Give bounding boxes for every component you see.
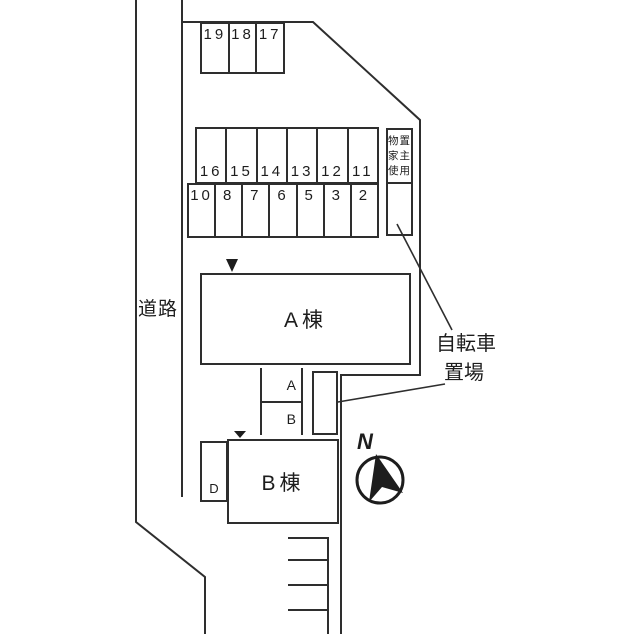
bicycle-parking-label-line1: 自転車 (436, 333, 496, 355)
bottom-stalls-lines (288, 537, 329, 634)
parking-space-10: 10 (189, 185, 214, 236)
bicycle-parking-label-line2: 置場 (444, 362, 484, 384)
road-label: 道路 (138, 299, 179, 320)
parking-space-number: 17 (258, 26, 282, 43)
parking-space-15: 15 (225, 129, 255, 182)
parking-space-number: 10 (190, 187, 213, 204)
building-b-label: B棟 (261, 471, 305, 495)
parking-space-number: 15 (230, 163, 253, 180)
bicycle-parking-label: 自転車 置場 (436, 330, 496, 388)
parking-space-11: 11 (346, 129, 377, 182)
parking-space-number: 12 (321, 163, 344, 180)
parking-row-upper: 16 15 14 13 12 11 (195, 127, 379, 184)
north-compass-circle (355, 455, 405, 505)
parking-space-number: 18 (231, 26, 254, 43)
entrance-corridor: A B (260, 368, 303, 435)
parking-space-3: 3 (322, 185, 350, 236)
d-section-label: D (209, 481, 219, 496)
building-b: B棟 (227, 439, 339, 524)
parking-space-number: 19 (203, 26, 227, 43)
corridor-b-label: B (286, 411, 296, 427)
parking-space-12: 12 (316, 129, 346, 182)
site-top-right-boundary (182, 21, 421, 634)
parking-space-number: 13 (290, 163, 314, 180)
corridor-a-label: A (286, 376, 296, 393)
parking-space-13: 13 (285, 129, 316, 182)
parking-space-14: 14 (255, 129, 286, 182)
storage-landlord-label: 物置 家主 使用 (388, 134, 411, 177)
bicycle-leader-line-1 (396, 223, 453, 331)
parking-space-number: 7 (250, 187, 262, 204)
parking-space-2: 2 (349, 185, 377, 236)
parking-space-19: 19 (202, 24, 228, 72)
parking-space-18: 18 (227, 24, 256, 72)
building-a: A棟 (200, 273, 411, 365)
building-b-d-section: D (200, 441, 228, 502)
parking-space-number: 8 (223, 187, 235, 204)
storage-landlord-cell: 物置 家主 使用 (388, 130, 411, 184)
parking-space-number: 11 (352, 163, 374, 180)
corridor-cell-b: B (262, 403, 301, 435)
road-edge-line (135, 0, 206, 634)
storage-empty-cell (388, 184, 411, 234)
building-a-entrance-triangle (226, 259, 238, 272)
parking-space-number: 5 (304, 187, 316, 204)
north-label: N (357, 429, 373, 454)
corridor-cell-a: A (262, 368, 301, 403)
building-a-label: A棟 (283, 309, 327, 332)
parking-space-8: 8 (214, 185, 241, 236)
storage-column: 物置 家主 使用 (386, 128, 413, 236)
parking-space-17: 17 (255, 24, 283, 72)
parking-space-6: 6 (268, 185, 295, 236)
north-compass-needle (369, 454, 403, 502)
building-b-entrance-triangle (234, 431, 246, 438)
parking-space-5: 5 (295, 185, 323, 236)
parking-space-number: 3 (331, 187, 343, 204)
bicycle-shed-box (312, 371, 338, 435)
parking-space-7: 7 (241, 185, 268, 236)
parking-space-16: 16 (197, 129, 225, 182)
bicycle-leader-line-2 (331, 383, 446, 404)
parking-space-number: 6 (277, 187, 289, 204)
parking-space-number: 14 (260, 163, 284, 180)
parking-space-number: 16 (199, 163, 223, 180)
parking-space-number: 2 (358, 187, 371, 204)
